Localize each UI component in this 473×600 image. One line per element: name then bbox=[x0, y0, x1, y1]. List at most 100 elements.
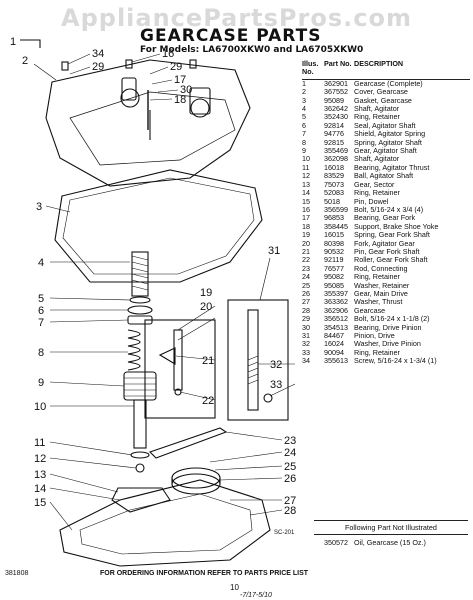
parts-part-no: 362642 bbox=[324, 104, 348, 114]
parts-illus-no: 9 bbox=[302, 146, 306, 156]
not-illustrated-part: 350572 bbox=[324, 538, 348, 547]
parts-part-no: 76577 bbox=[324, 263, 344, 273]
parts-illus-no: 3 bbox=[302, 95, 306, 105]
parts-illus-no: 34 bbox=[302, 356, 310, 366]
parts-description: Cover, Gearcase bbox=[354, 87, 408, 97]
parts-description: Ring, Retainer bbox=[354, 112, 400, 122]
parts-description: Rod, Connecting bbox=[354, 263, 408, 273]
parts-row: 25 95085 Washer, Retainer bbox=[302, 280, 470, 290]
callout-24: 24 bbox=[284, 447, 296, 459]
parts-description: Bearing, Gear Fork bbox=[354, 213, 416, 223]
parts-description: Bolt, 5/16-24 x 3/4 (4) bbox=[354, 204, 424, 214]
parts-part-no: 362098 bbox=[324, 154, 348, 164]
callout-12: 12 bbox=[34, 453, 46, 465]
parts-row: 16 356599 Bolt, 5/16-24 x 3/4 (4) bbox=[302, 204, 470, 214]
callout-21: 21 bbox=[202, 355, 214, 367]
parts-illus-no: 7 bbox=[302, 129, 306, 139]
parts-illus-no: 12 bbox=[302, 171, 310, 181]
parts-part-no: 356599 bbox=[324, 204, 348, 214]
ordering-footer: FOR ORDERING INFORMATION REFER TO PARTS … bbox=[100, 570, 309, 577]
parts-part-no: 358445 bbox=[324, 221, 348, 231]
sector-gear bbox=[111, 487, 171, 513]
parts-illus-no: 23 bbox=[302, 263, 310, 273]
parts-part-no: 362901 bbox=[324, 78, 348, 88]
parts-illus-no: 16 bbox=[302, 204, 310, 214]
callout-23: 23 bbox=[284, 435, 296, 447]
parts-illus-no: 13 bbox=[302, 179, 310, 189]
parts-part-no: 83529 bbox=[324, 171, 344, 181]
parts-description: Shaft, Agitator bbox=[354, 104, 400, 114]
parts-illus-no: 6 bbox=[302, 120, 306, 130]
parts-description: Pin, Gear Fork Shaft bbox=[354, 246, 420, 256]
parts-illus-no: 8 bbox=[302, 137, 306, 147]
parts-description: Washer, Drive Pinion bbox=[354, 339, 421, 349]
page-number: 10 bbox=[230, 583, 239, 592]
parts-description: Roller, Gear Fork Shaft bbox=[354, 255, 428, 265]
parts-description: Shield, Agitator Spring bbox=[354, 129, 426, 139]
connecting-rod bbox=[148, 427, 228, 459]
callout-29a: 29 bbox=[92, 61, 104, 73]
parts-part-no: 356512 bbox=[324, 314, 348, 324]
parts-illus-no: 5 bbox=[302, 112, 306, 122]
parts-description: Seal, Agitator Shaft bbox=[354, 120, 416, 130]
callout-6: 6 bbox=[38, 305, 44, 317]
parts-illus-no: 21 bbox=[302, 246, 310, 256]
parts-part-no: 363362 bbox=[324, 297, 348, 307]
parts-description: Gear, Agitator Shaft bbox=[354, 146, 417, 156]
callout-29b: 29 bbox=[170, 61, 182, 73]
parts-illus-no: 1 bbox=[302, 78, 306, 88]
parts-description: Gear, Main Drive bbox=[354, 288, 408, 298]
parts-list-header: Illus. No. Part No. DESCRIPTION bbox=[302, 59, 470, 80]
parts-description: Bolt, 5/16-24 x 1-1/8 (2) bbox=[354, 314, 430, 324]
callout-18: 18 bbox=[174, 94, 186, 106]
callout-20: 20 bbox=[200, 301, 212, 313]
callout-22: 22 bbox=[202, 395, 214, 407]
parts-description: Shaft, Agitator bbox=[354, 154, 400, 164]
parts-description: Gearcase bbox=[354, 305, 386, 315]
parts-description: Pinion, Drive bbox=[354, 331, 395, 340]
parts-part-no: 95082 bbox=[324, 272, 344, 282]
parts-illus-no: 32 bbox=[302, 339, 310, 349]
parts-part-no: 16018 bbox=[324, 162, 344, 172]
parts-illus-no: 28 bbox=[302, 305, 310, 315]
parts-part-no: 16024 bbox=[324, 339, 344, 349]
callout-26: 26 bbox=[284, 473, 296, 485]
callout-33: 33 bbox=[270, 379, 282, 391]
callout-8: 8 bbox=[38, 347, 44, 359]
not-illustrated-row: 350572 Oil, Gearcase (15 Oz.) bbox=[302, 538, 470, 547]
parts-description: Ball, Agitator Shaft bbox=[354, 171, 414, 181]
parts-part-no: 95085 bbox=[324, 280, 344, 290]
parts-part-no: 352430 bbox=[324, 112, 348, 122]
parts-part-no: 90532 bbox=[324, 246, 344, 256]
parts-description: Ring, Retainer bbox=[354, 188, 400, 198]
parts-illus-no: 29 bbox=[302, 314, 310, 324]
parts-description: Washer, Retainer bbox=[354, 280, 410, 290]
callout-5: 5 bbox=[38, 293, 44, 305]
parts-illus-no: 2 bbox=[302, 87, 306, 97]
col-part: Part No. bbox=[324, 59, 352, 68]
parts-row: 21 90532 Pin, Gear Fork Shaft bbox=[302, 246, 470, 256]
parts-part-no: 96853 bbox=[324, 213, 344, 223]
parts-illus-no: 25 bbox=[302, 280, 310, 290]
parts-part-no: 16015 bbox=[324, 230, 344, 240]
parts-description: Bearing, Drive Pinion bbox=[354, 322, 422, 332]
